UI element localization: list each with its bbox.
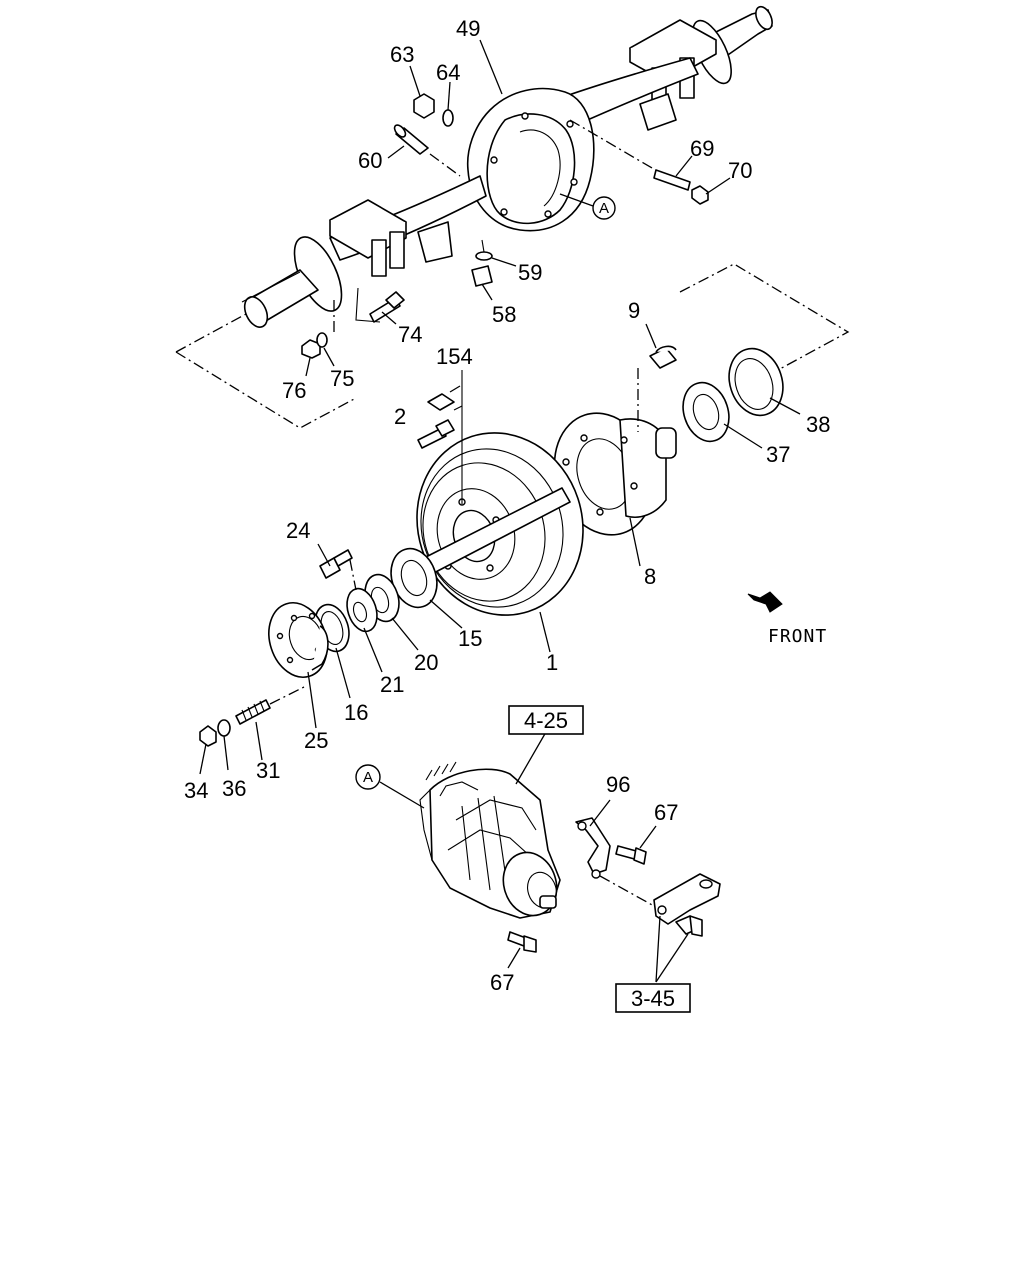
- callout-69: 69: [690, 136, 714, 161]
- callout-15: 15: [458, 626, 482, 651]
- reference-box-bracket: 3-45: [615, 983, 691, 1013]
- callout-60: 60: [358, 148, 382, 173]
- brake-drum: [416, 432, 584, 616]
- callout-36: 36: [222, 776, 246, 801]
- callout-67-right: 67: [654, 800, 678, 825]
- callout-76: 76: [282, 378, 306, 403]
- callout-24: 24: [286, 518, 310, 543]
- callout-67-bottom: 67: [490, 970, 514, 995]
- callout-25: 25: [304, 728, 328, 753]
- front-direction: FRONT: [747, 591, 827, 647]
- differential-carrier: A: [355, 761, 721, 953]
- callout-64: 64: [436, 60, 460, 85]
- callout-8: 8: [644, 564, 656, 589]
- reference-box-differential-label: 4-25: [524, 708, 568, 733]
- callout-37: 37: [766, 442, 790, 467]
- callout-58: 58: [492, 302, 516, 327]
- callout-16: 16: [344, 700, 368, 725]
- differential-ref-mark: A: [363, 769, 373, 786]
- callout-2: 2: [394, 404, 406, 429]
- callout-75: 75: [330, 366, 354, 391]
- housing-fasteners: A: [301, 93, 709, 359]
- callout-9: 9: [628, 298, 640, 323]
- front-label: FRONT: [768, 626, 827, 647]
- callout-31: 31: [256, 758, 280, 783]
- section-frame: [175, 351, 357, 429]
- axle-housing: [241, 5, 773, 328]
- callout-34: 34: [184, 778, 208, 803]
- callout-21: 21: [380, 672, 404, 697]
- reference-box-bracket-label: 3-45: [631, 986, 675, 1011]
- callout-63: 63: [390, 42, 414, 67]
- callout-1: 1: [546, 650, 558, 675]
- callout-38: 38: [806, 412, 830, 437]
- callout-49: 49: [456, 16, 480, 41]
- callout-70: 70: [728, 158, 752, 183]
- leader-lines: [199, 39, 801, 983]
- callout-labels: 49 63 64 60 69 70 59 58 74 76 75 9 154 2…: [184, 16, 830, 995]
- callout-59: 59: [518, 260, 542, 285]
- hub-assembly: [553, 345, 784, 536]
- reference-box-differential: 4-25: [508, 705, 584, 735]
- housing-ref-mark: A: [599, 200, 609, 217]
- callout-74: 74: [398, 322, 422, 347]
- outer-hub-parts: [199, 547, 438, 747]
- callout-154: 154: [436, 344, 473, 369]
- drum-bolts: [417, 370, 463, 504]
- callout-20: 20: [414, 650, 438, 675]
- front-arrow-icon: [747, 591, 783, 613]
- callout-96: 96: [606, 772, 630, 797]
